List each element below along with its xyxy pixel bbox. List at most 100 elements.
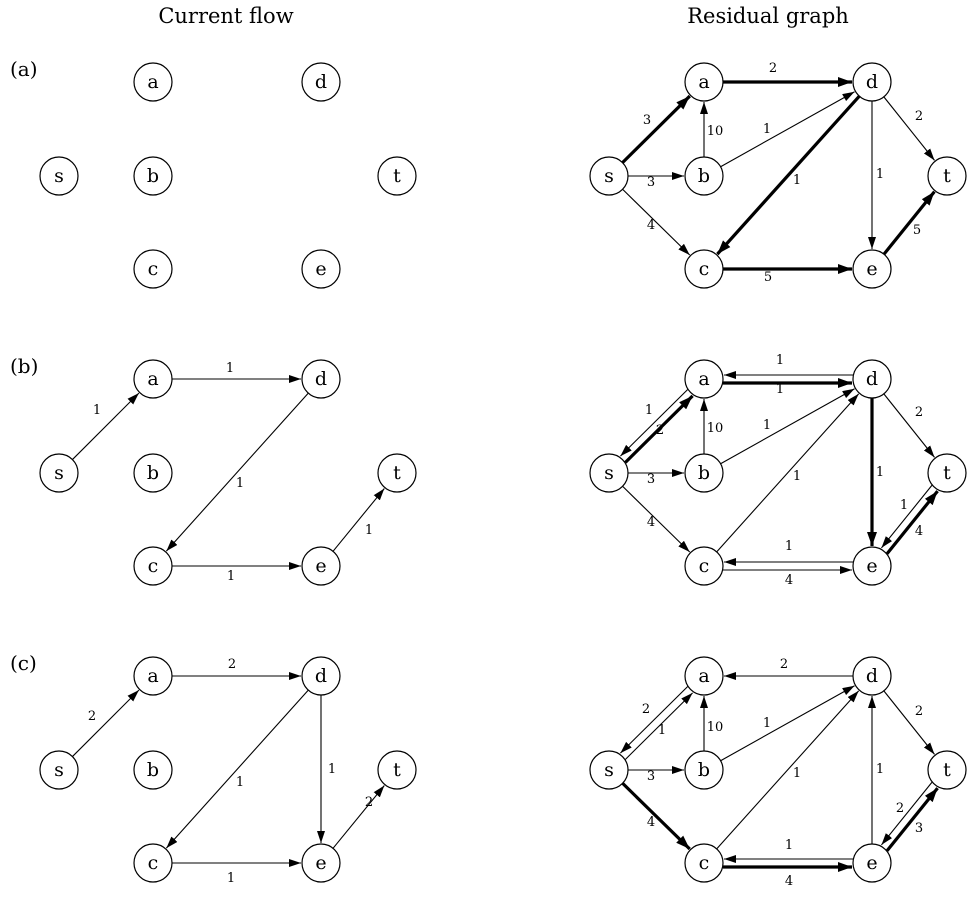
node-b: b — [684, 750, 724, 790]
node-a: a — [684, 62, 724, 102]
edge-t-e — [881, 484, 933, 549]
edge-label-b-d: 1 — [763, 418, 771, 433]
edge-label-b-d: 1 — [763, 716, 771, 731]
node-e: e — [301, 843, 341, 883]
node-e: e — [852, 843, 892, 883]
edge-s-a — [624, 692, 693, 760]
node-e: e — [852, 546, 892, 586]
node-circle-a — [684, 656, 724, 696]
edge-s-c — [622, 485, 691, 553]
node-circle-c — [133, 249, 173, 289]
node-label-b: b — [698, 462, 710, 484]
node-label-t: t — [943, 165, 951, 187]
node-label-a: a — [147, 71, 158, 93]
edge-label-d-e: 1 — [328, 762, 336, 777]
node-label-e: e — [866, 555, 877, 577]
residual-graph-header: Residual graph — [687, 4, 849, 28]
edge-label-e-t: 4 — [915, 524, 923, 539]
edge-e-t — [332, 488, 385, 552]
node-label-s: s — [604, 165, 614, 187]
edge-label-b-d: 1 — [763, 122, 771, 137]
node-label-t: t — [393, 462, 401, 484]
node-circle-d — [852, 62, 892, 102]
edge-label-c-e: 4 — [785, 874, 793, 889]
node-label-d: d — [315, 71, 327, 93]
edge-label-e-t: 1 — [365, 523, 373, 538]
edge-b-d — [720, 388, 855, 465]
edge-label-d-t: 2 — [915, 704, 923, 719]
node-e: e — [301, 546, 341, 586]
edge-label-b-a: 10 — [707, 421, 724, 436]
node-label-s: s — [54, 462, 64, 484]
edge-label-a-s: 1 — [645, 403, 653, 418]
edge-d-c — [165, 689, 309, 849]
edge-label-s-a: 1 — [658, 723, 666, 738]
edge-label-e-t: 2 — [365, 795, 373, 810]
edge-e-t — [885, 490, 939, 555]
node-circle-b — [684, 156, 724, 196]
edge-label-d-c: 1 — [236, 476, 244, 491]
edge-label-s-c: 4 — [647, 218, 655, 233]
edge-label-e-d: 1 — [876, 762, 884, 777]
node-label-t: t — [393, 759, 401, 781]
node-s: s — [589, 156, 629, 196]
node-t: t — [927, 750, 967, 790]
node-circle-e — [301, 843, 341, 883]
edge-s-a — [72, 689, 140, 757]
node-t: t — [927, 156, 967, 196]
node-label-d: d — [315, 368, 327, 390]
edge-label-d-c: 1 — [793, 173, 801, 188]
node-label-c: c — [699, 258, 710, 280]
edge-label-s-b: 3 — [647, 472, 655, 487]
node-circle-c — [133, 843, 173, 883]
node-label-b: b — [698, 759, 710, 781]
edge-d-t — [883, 690, 935, 755]
node-circle-c — [684, 249, 724, 289]
node-circle-t — [377, 750, 417, 790]
node-t: t — [377, 750, 417, 790]
node-label-a: a — [147, 368, 158, 390]
node-label-s: s — [604, 462, 614, 484]
edge-label-e-t: 3 — [915, 821, 923, 836]
node-label-s: s — [604, 759, 614, 781]
node-label-c: c — [148, 852, 159, 874]
edge-c-d — [716, 393, 860, 553]
node-label-d: d — [866, 71, 878, 93]
edge-label-a-d: 1 — [776, 353, 784, 368]
edge-label-a-d: 1 — [226, 361, 234, 376]
edge-label-t-e: 2 — [896, 801, 904, 816]
node-c: c — [133, 843, 173, 883]
node-label-b: b — [147, 165, 159, 187]
node-a: a — [133, 359, 173, 399]
edge-label-s-a: 1 — [93, 403, 101, 418]
edge-s-a — [621, 94, 691, 164]
node-label-a: a — [698, 71, 709, 93]
node-label-a: a — [147, 665, 158, 687]
node-s: s — [39, 453, 79, 493]
node-circle-d — [301, 656, 341, 696]
edge-label-b-a: 10 — [707, 720, 724, 735]
edge-b-d — [720, 685, 855, 762]
edge-d-t — [883, 393, 935, 458]
node-d: d — [852, 359, 892, 399]
node-circle-a — [133, 359, 173, 399]
edge-label-c-d: 1 — [793, 766, 801, 781]
node-s: s — [39, 156, 79, 196]
edge-label-d-a: 2 — [780, 657, 788, 672]
node-circle-a — [684, 62, 724, 102]
node-circle-a — [133, 656, 173, 696]
node-b: b — [133, 156, 173, 196]
graph-panels: sabcdet334102112155sabcdet11111sabcdet21… — [39, 61, 967, 889]
edge-label-c-e: 1 — [227, 871, 235, 886]
node-a: a — [133, 656, 173, 696]
node-label-e: e — [866, 258, 877, 280]
node-label-t: t — [393, 165, 401, 187]
edge-t-e — [881, 781, 933, 846]
edge-label-s-a: 2 — [656, 423, 664, 438]
node-t: t — [927, 453, 967, 493]
node-circle-b — [684, 750, 724, 790]
edge-e-t — [885, 787, 939, 852]
